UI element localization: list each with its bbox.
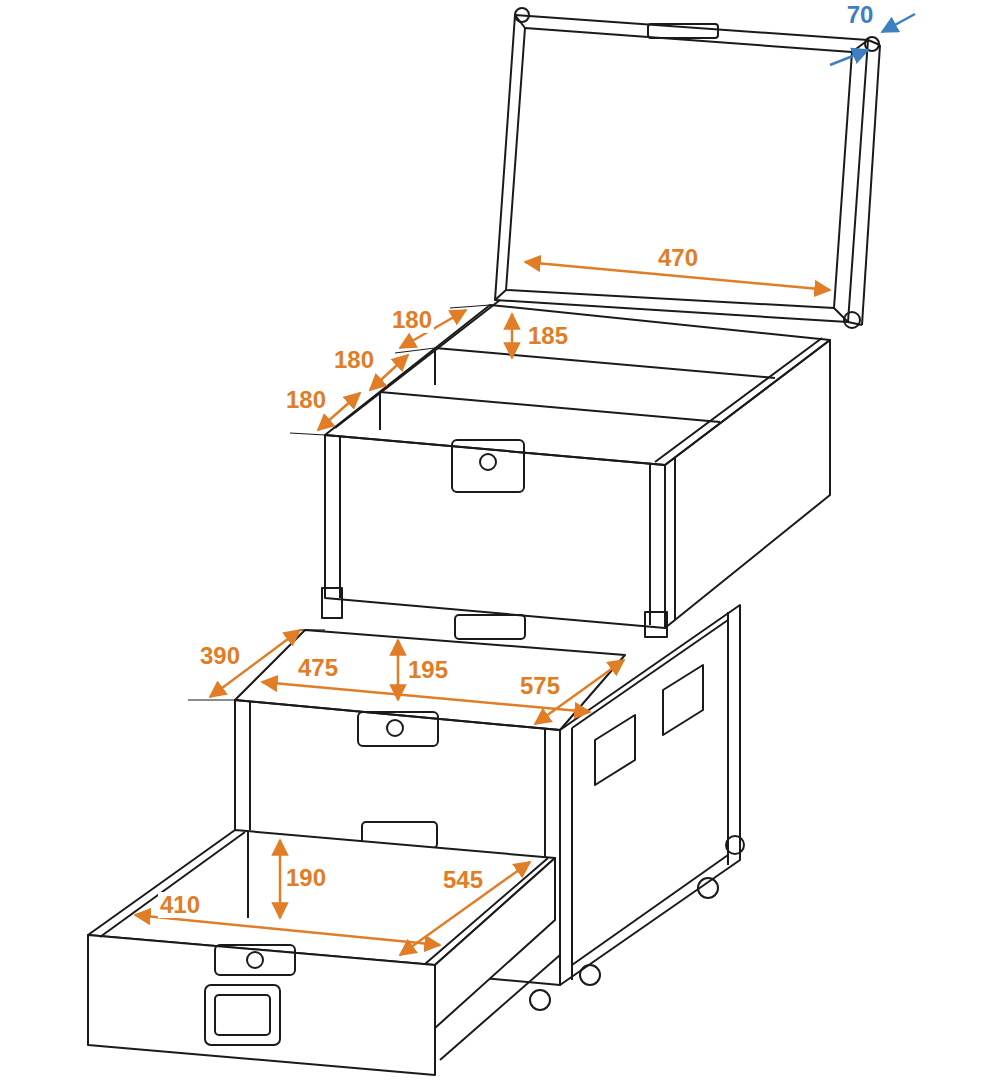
dimension-label: 185 (526, 323, 570, 349)
dimension-label: 390 (198, 643, 242, 669)
dimension-label: 190 (284, 865, 328, 891)
dimension-label: 410 (158, 892, 202, 918)
dimension-label: 70 (845, 2, 876, 28)
dimension-label: 180 (284, 387, 328, 413)
dimension-label: 195 (406, 657, 450, 683)
dimension-label: 180 (332, 347, 376, 373)
dimension-label: 470 (656, 245, 700, 271)
dimension-label: 575 (518, 673, 562, 699)
dimension-label: 180 (390, 307, 434, 333)
dimension-label: 545 (441, 867, 485, 893)
dimension-label: 475 (296, 655, 340, 681)
